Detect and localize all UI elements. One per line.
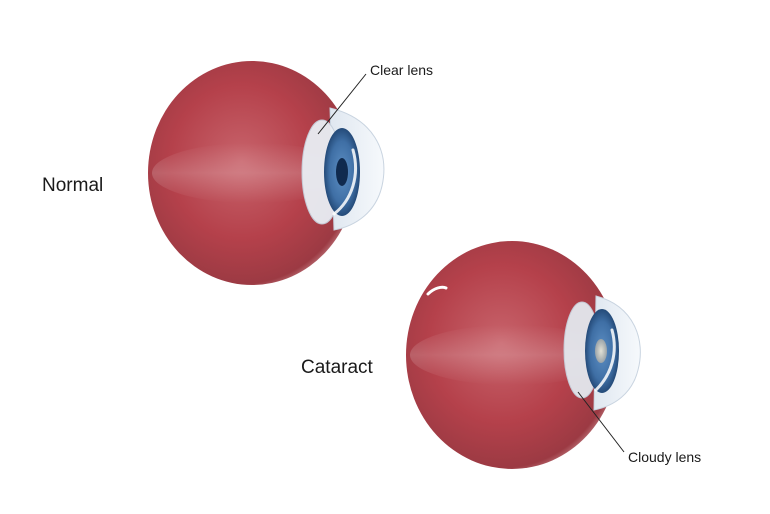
normal-pupil	[336, 158, 348, 186]
cataract-cloudy-pupil	[595, 339, 607, 363]
normal-eye	[148, 61, 384, 285]
cataract-eye	[406, 241, 640, 469]
clear-lens-label: Clear lens	[370, 62, 433, 78]
cloudy-lens-label: Cloudy lens	[628, 449, 701, 465]
cataract-label: Cataract	[301, 357, 373, 379]
normal-label: Normal	[42, 175, 103, 197]
